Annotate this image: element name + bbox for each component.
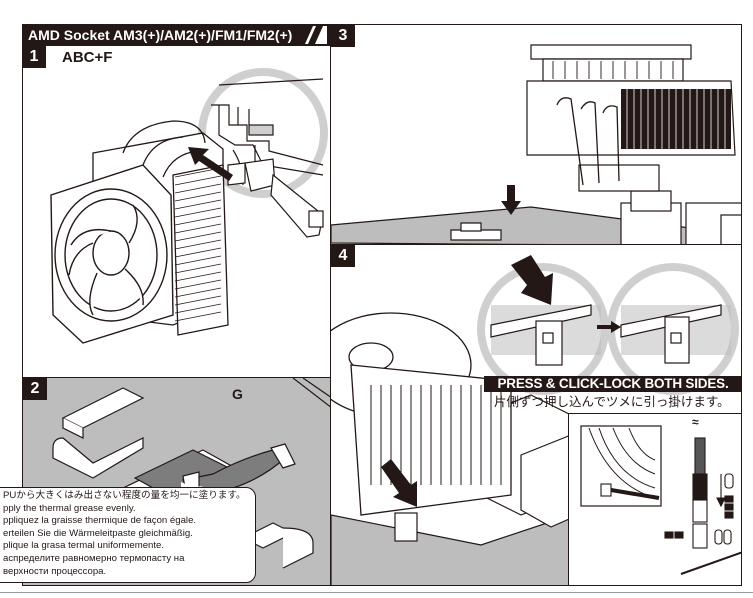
cable-continuation-symbol: ≈ bbox=[692, 415, 699, 429]
step-1-panel bbox=[22, 24, 331, 378]
clip-press-arrow-icon bbox=[381, 459, 417, 507]
insert-arrow-icon bbox=[188, 147, 233, 181]
page-divider bbox=[0, 592, 753, 593]
socket-title-bar: AMD Socket AM3(+)/AM2(+)/FM1/FM2(+) bbox=[22, 24, 331, 46]
step-4-panel bbox=[330, 244, 742, 586]
socket-title: AMD Socket AM3(+)/AM2(+)/FM1/FM2(+) bbox=[28, 27, 293, 43]
step-number-4: 4 bbox=[331, 245, 355, 267]
note-line-jp: PUから大きくはみ出さない程度の量を均一に塗ります。 bbox=[3, 490, 246, 501]
fan-cable bbox=[664, 437, 741, 575]
note-line-ru-2: верхности процессора. bbox=[3, 565, 107, 577]
cooler-bracket-illustration bbox=[50, 68, 328, 344]
step-number-2: 2 bbox=[23, 378, 47, 400]
fan bbox=[50, 164, 174, 344]
step-number-1: 1 bbox=[22, 46, 46, 68]
note-line-fr: ppliquez la graisse thermique de façon é… bbox=[3, 515, 197, 527]
mounting-bracket bbox=[227, 158, 324, 238]
down-arrow-icon bbox=[501, 185, 521, 215]
step-1-parts-label: ABC+F bbox=[62, 49, 113, 66]
step-number-3: 3 bbox=[331, 25, 355, 47]
note-line-en: pply the thermal grease evenly. bbox=[3, 502, 136, 514]
thermal-grease-note: PUから大きくはみ出さない程度の量を均一に塗ります。 pply the ther… bbox=[0, 487, 256, 583]
transition-arrow-icon bbox=[597, 321, 621, 333]
cooler-install-illustration bbox=[331, 44, 741, 244]
note-line-es: plique la grasa termal uniformemente. bbox=[3, 540, 165, 552]
note-line-ru-1: аспределите равномерно термопасту на bbox=[3, 552, 185, 564]
part-g-label: G bbox=[232, 386, 243, 402]
fan-connector-inset bbox=[568, 413, 742, 586]
note-line-de: erteilen Sie die Wärmeleitpaste gleichmä… bbox=[3, 527, 193, 539]
step-3-panel bbox=[330, 24, 742, 245]
press-arrow-icon bbox=[511, 255, 553, 305]
press-lock-headline: PRESS & CLICK-LOCK BOTH SIDES. bbox=[484, 376, 742, 392]
slash-decoration-icon bbox=[305, 26, 327, 44]
press-lock-headline-jp: 片側ずつ押し込んでツメに引っ掛けます。 bbox=[494, 395, 730, 409]
